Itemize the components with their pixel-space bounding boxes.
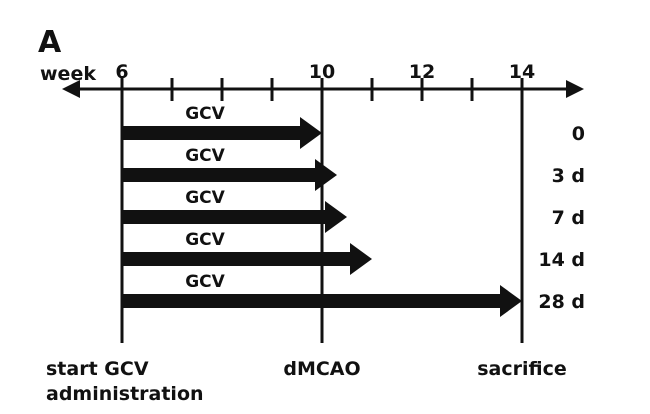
event-label: start GCV xyxy=(46,358,149,380)
event-labels: start GCV administration dMCAO sacrifice xyxy=(46,358,567,405)
gcv-arrow xyxy=(122,285,522,317)
panel-label: A xyxy=(38,25,62,60)
axis-tick-label: 6 xyxy=(115,61,128,83)
axis-tick-labels: 6 10 12 14 xyxy=(115,61,535,83)
week-axis: week 6 10 12 14 xyxy=(40,61,584,101)
axis-label: week xyxy=(40,63,96,85)
gcv-arrow-label: GCV xyxy=(185,188,225,208)
gcv-arrow xyxy=(122,243,372,275)
time-point-label: 3 d xyxy=(552,165,585,187)
axis-tick-label: 10 xyxy=(309,61,335,83)
gcv-arrow-label: GCV xyxy=(185,272,225,292)
axis-tick-label: 12 xyxy=(409,61,435,83)
gcv-arrow xyxy=(122,201,347,233)
axis-tick-label: 14 xyxy=(509,61,535,83)
gcv-arrow xyxy=(122,159,337,191)
event-label: administration xyxy=(46,383,204,405)
time-point-label: 7 d xyxy=(552,207,585,229)
gcv-arrow-label: GCV xyxy=(185,230,225,250)
gcv-arrow-label: GCV xyxy=(185,104,225,124)
axis-right-arrowhead xyxy=(566,80,584,98)
event-label: sacrifice xyxy=(477,358,567,380)
time-point-label: 14 d xyxy=(538,249,585,271)
axis-ticks xyxy=(120,78,524,101)
time-point-label: 0 xyxy=(572,123,585,145)
axis-left-arrowhead xyxy=(62,80,80,98)
gcv-arrow-label: GCV xyxy=(185,146,225,166)
event-label: dMCAO xyxy=(283,358,360,380)
time-point-label: 28 d xyxy=(538,291,585,313)
gcv-arrow xyxy=(122,117,322,149)
